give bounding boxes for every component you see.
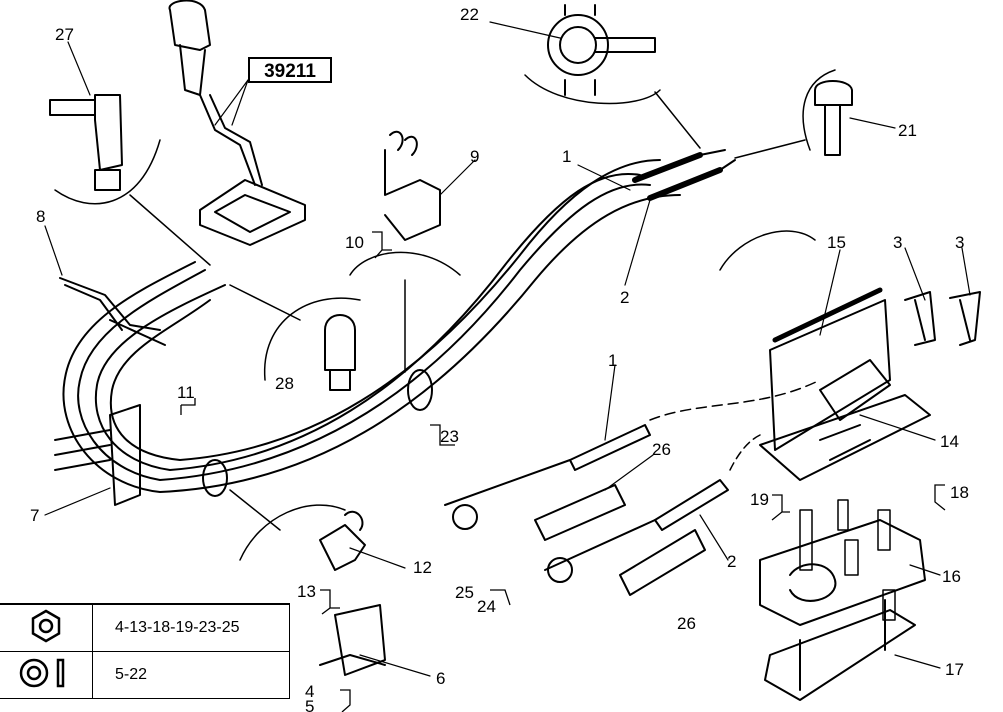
base-plate-16 [759,519,926,626]
cable-end-2 [544,479,729,583]
callout-25: 25 [455,583,474,602]
legend-value: 4-13-18-19-23-25 [92,603,290,652]
callout-17: 17 [945,660,964,679]
washer-icon [19,658,65,687]
bracket-6 [319,604,386,676]
callout-3-left: 3 [893,233,902,252]
callout-26-lower: 26 [677,614,696,633]
callout-labels: 27 22 21 8 9 10 1 2 15 3 3 28 11 7 23 1 … [30,5,969,712]
callout-9: 9 [470,147,479,166]
callout-4: 4 [305,682,314,701]
spring-set [799,499,896,621]
clip-9-bracket-10 [349,130,461,373]
legend-value: 5-22 [92,651,290,699]
legend-row: 5-22 [0,651,290,699]
callout-21: 21 [898,121,917,140]
support-plate-15 [719,230,931,481]
reference-box: 39211 [248,57,332,83]
callout-13: 13 [297,582,316,601]
legend-symbol [0,603,93,652]
callout-10: 10 [345,233,364,252]
fitting-27-detail [49,94,211,266]
callout-18: 18 [950,483,969,502]
boot-26-lower [619,529,706,596]
callout-2-lower: 2 [727,552,736,571]
hardware-legend: 4-13-18-19-23-25 5-22 [0,603,290,699]
callout-15: 15 [827,233,846,252]
callout-2-upper: 2 [620,288,629,307]
callout-1-upper: 1 [562,147,571,166]
callout-11: 11 [177,383,195,402]
callout-3-right: 3 [955,233,964,252]
callout-7: 7 [30,506,39,525]
base-plate-17 [764,599,916,701]
callout-6: 6 [436,669,445,688]
clip-3-pair [904,291,981,346]
svg-text:39211: 39211 [264,61,316,82]
fitting-21-detail [734,69,853,159]
legend-row: 4-13-18-19-23-25 [0,603,290,652]
callout-22: 22 [460,5,479,24]
lever-8 [59,277,166,346]
cable-end-1 [444,424,651,530]
callout-5: 5 [305,697,314,712]
callout-16: 16 [942,567,961,586]
clip-12 [319,510,366,571]
callout-12: 12 [413,558,432,577]
callout-28: 28 [275,374,294,393]
callout-27: 27 [55,25,74,44]
control-cable-bundle [62,149,736,493]
leader-lines [44,21,971,677]
legend-symbol [0,651,93,699]
cable-end-28-detail [229,284,361,391]
callout-brackets [180,231,946,712]
callout-1-lower: 1 [608,351,617,370]
callout-8: 8 [36,207,45,226]
shift-lever-assembly [168,0,306,246]
callout-19: 19 [750,490,769,509]
bracket-7 [54,369,433,561]
nut-icon [31,609,61,642]
boot-26-upper [534,484,626,541]
callout-23: 23 [440,427,459,446]
fitting-22-detail [524,4,701,149]
callout-26-upper: 26 [652,440,671,459]
callout-24: 24 [477,597,496,616]
callout-14: 14 [940,432,959,451]
